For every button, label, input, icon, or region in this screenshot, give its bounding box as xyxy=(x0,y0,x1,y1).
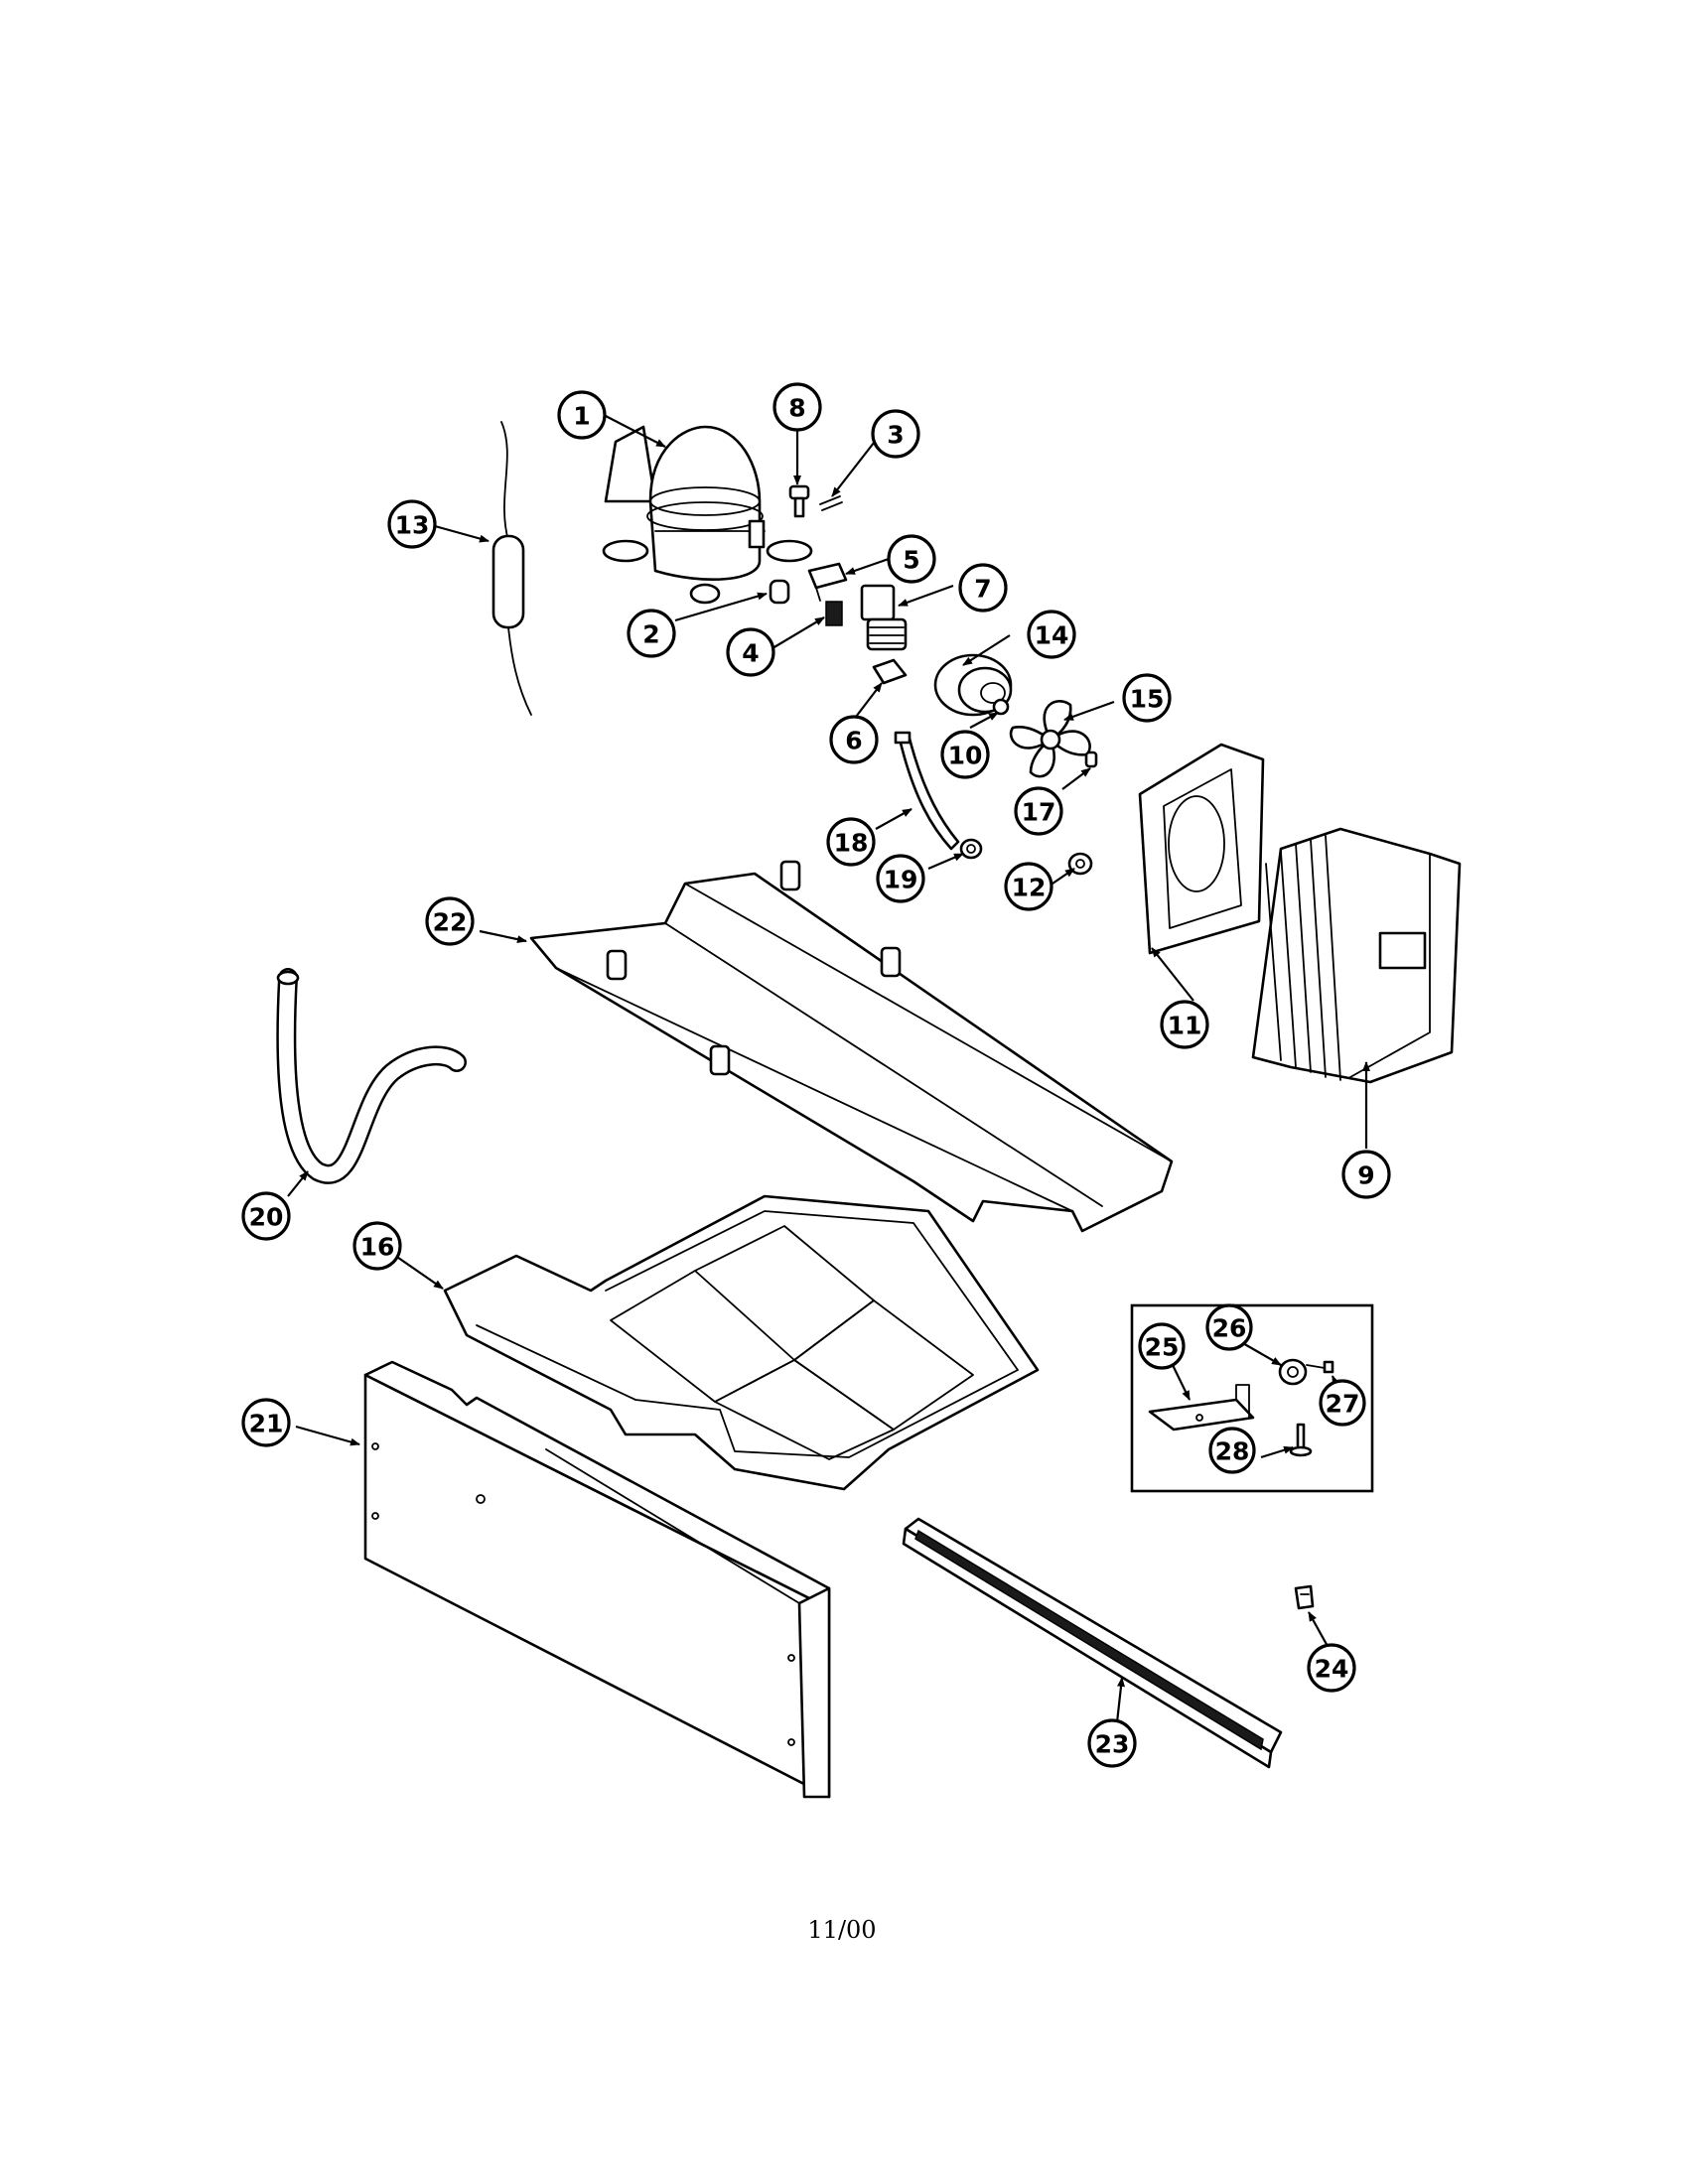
callout-1: 1 xyxy=(557,390,607,440)
svg-text:6: 6 xyxy=(845,727,862,755)
svg-text:18: 18 xyxy=(834,829,869,858)
leader-lines xyxy=(287,414,1370,1723)
callout-14: 14 xyxy=(1027,610,1076,659)
base-channel-part xyxy=(529,860,1174,1233)
svg-text:22: 22 xyxy=(433,908,468,937)
callout-26: 26 xyxy=(1205,1303,1253,1351)
svg-text:23: 23 xyxy=(1095,1730,1130,1759)
svg-text:27: 27 xyxy=(1326,1390,1360,1419)
fan-motor-part xyxy=(933,653,1013,717)
compressor-part xyxy=(602,425,813,605)
clip-part-17 xyxy=(1084,751,1098,768)
callout-23: 23 xyxy=(1087,1718,1137,1768)
svg-text:8: 8 xyxy=(788,394,805,423)
callouts: 1 8 3 13 5 7 2 4 14 15 6 10 17 18 19 12 … xyxy=(241,382,1391,1768)
relay-part-4 xyxy=(825,601,843,626)
callout-3: 3 xyxy=(871,409,920,459)
callout-20: 20 xyxy=(241,1191,291,1241)
wire-clip-part xyxy=(872,658,908,685)
fan-shroud-part xyxy=(1138,743,1265,955)
bracket-part-25 xyxy=(1148,1384,1255,1432)
callout-13: 13 xyxy=(387,499,437,549)
callout-7: 7 xyxy=(958,563,1008,613)
svg-text:4: 4 xyxy=(742,639,759,668)
grille-part xyxy=(902,1517,1283,1769)
fan-blade-part xyxy=(1009,700,1091,778)
callout-24: 24 xyxy=(1307,1643,1356,1693)
callout-21: 21 xyxy=(241,1398,291,1447)
svg-text:11: 11 xyxy=(1168,1012,1202,1040)
callout-9: 9 xyxy=(1341,1150,1391,1199)
callout-2: 2 xyxy=(627,609,676,658)
bracket-strap-part xyxy=(894,731,960,851)
callout-12: 12 xyxy=(1004,862,1053,911)
footer-date: 11/00 xyxy=(807,1916,877,1944)
front-panel-part xyxy=(363,1360,831,1799)
svg-text:3: 3 xyxy=(887,421,904,450)
svg-text:9: 9 xyxy=(1357,1161,1374,1190)
callout-17: 17 xyxy=(1014,786,1063,836)
callout-4: 4 xyxy=(726,627,775,677)
svg-text:26: 26 xyxy=(1212,1314,1247,1343)
roller-part-26 xyxy=(1278,1358,1308,1386)
drier-filter-part xyxy=(491,421,532,716)
svg-text:15: 15 xyxy=(1130,685,1165,714)
screw-part-28 xyxy=(1289,1423,1313,1457)
callout-28: 28 xyxy=(1208,1427,1256,1474)
svg-text:13: 13 xyxy=(395,511,430,540)
svg-text:17: 17 xyxy=(1022,798,1056,827)
svg-text:21: 21 xyxy=(249,1410,284,1438)
svg-text:2: 2 xyxy=(642,620,659,649)
svg-text:1: 1 xyxy=(573,402,590,431)
clip-part-24 xyxy=(1294,1584,1315,1610)
drain-tube-part xyxy=(276,968,467,1184)
screw-part-27 xyxy=(1306,1360,1334,1374)
bolt-part-8 xyxy=(788,484,810,518)
callout-10: 10 xyxy=(940,730,990,779)
callout-22: 22 xyxy=(425,896,475,946)
svg-text:16: 16 xyxy=(360,1233,395,1262)
svg-text:19: 19 xyxy=(884,866,918,894)
bracket-part-5 xyxy=(807,562,848,602)
nut-part-10 xyxy=(992,698,1010,716)
condenser-part xyxy=(1251,827,1462,1084)
callout-11: 11 xyxy=(1160,1000,1209,1049)
callout-18: 18 xyxy=(826,817,876,867)
grommet-part-19 xyxy=(959,838,983,860)
svg-text:5: 5 xyxy=(903,546,919,575)
grommet-part-2 xyxy=(769,579,790,605)
callout-27: 27 xyxy=(1319,1379,1366,1427)
svg-text:20: 20 xyxy=(249,1203,284,1232)
svg-text:7: 7 xyxy=(974,575,991,604)
callout-6: 6 xyxy=(829,715,879,764)
callout-15: 15 xyxy=(1122,673,1172,723)
overload-relay-part xyxy=(860,584,908,651)
callout-16: 16 xyxy=(352,1221,402,1271)
svg-text:12: 12 xyxy=(1012,874,1047,902)
svg-text:14: 14 xyxy=(1035,621,1069,650)
drain-pan-part xyxy=(443,1194,1040,1491)
svg-text:24: 24 xyxy=(1315,1655,1349,1684)
callout-25: 25 xyxy=(1138,1322,1186,1370)
callout-19: 19 xyxy=(876,854,925,903)
callout-5: 5 xyxy=(887,534,936,584)
clip-part-3 xyxy=(819,495,843,511)
svg-text:28: 28 xyxy=(1215,1437,1250,1466)
svg-text:25: 25 xyxy=(1145,1333,1180,1362)
callout-8: 8 xyxy=(772,382,822,432)
svg-text:10: 10 xyxy=(948,742,983,770)
